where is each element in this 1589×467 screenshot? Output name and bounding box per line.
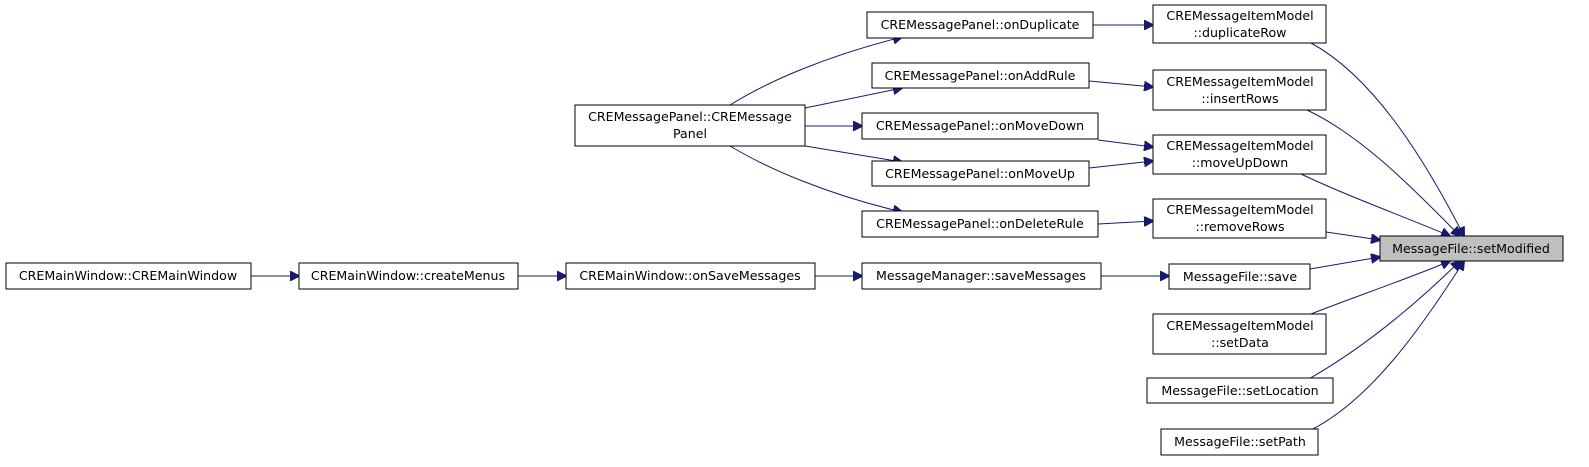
node-label: MessageFile::setPath xyxy=(1174,434,1306,449)
node-label: CREMessagePanel::onDuplicate xyxy=(881,17,1080,32)
node-label: MessageFile::setModified xyxy=(1392,241,1550,256)
node-insertRows[interactable]: CREMessageItemModel ::insertRows xyxy=(1152,69,1327,111)
node-duplicateRow[interactable]: CREMessageItemModel ::duplicateRow xyxy=(1152,4,1327,44)
node-createMenus[interactable]: CREMainWindow::createMenus xyxy=(298,262,519,290)
node-onSaveMessages[interactable]: CREMainWindow::onSaveMessages xyxy=(565,262,816,290)
edge-panelCtor-to-onMoveUp xyxy=(804,145,902,162)
node-panelCtor[interactable]: CREMessagePanel::CREMessage Panel xyxy=(574,104,806,147)
node-label: CREMainWindow::CREMainWindow xyxy=(19,268,237,283)
node-label: ::removeRows xyxy=(1195,219,1284,234)
node-label: MessageFile::setLocation xyxy=(1161,383,1318,398)
edge-save-to-setModified xyxy=(1309,257,1380,270)
nodes: MessageFile::setModified CREMessageItemM… xyxy=(5,4,1564,456)
edge-panelCtor-to-onDuplicate xyxy=(729,37,902,106)
edge-onDeleteRule-to-removeRows xyxy=(1097,221,1153,224)
edge-setLocation-to-setModified xyxy=(1306,261,1460,381)
node-setPath[interactable]: MessageFile::setPath xyxy=(1160,428,1319,456)
edge-onMoveDown-to-moveUpDown xyxy=(1097,139,1153,147)
node-label: CREMessagePanel::onMoveUp xyxy=(885,166,1075,181)
node-setLocation[interactable]: MessageFile::setLocation xyxy=(1146,377,1334,404)
node-label: CREMessageItemModel xyxy=(1166,202,1313,217)
node-label: CREMessageItemModel xyxy=(1166,8,1313,23)
node-label: ::setData xyxy=(1211,335,1269,350)
node-label: MessageManager::saveMessages xyxy=(876,268,1086,283)
node-label: CREMessagePanel::CREMessage xyxy=(588,109,792,124)
node-label: ::insertRows xyxy=(1201,91,1278,106)
node-label: ::moveUpDown xyxy=(1192,155,1289,170)
node-onMoveUp[interactable]: CREMessagePanel::onMoveUp xyxy=(871,160,1090,187)
node-label: CREMessagePanel::onMoveDown xyxy=(876,118,1084,133)
node-removeRows[interactable]: CREMessageItemModel ::removeRows xyxy=(1152,198,1327,239)
node-label: CREMessageItemModel xyxy=(1166,318,1313,333)
node-onDuplicate[interactable]: CREMessagePanel::onDuplicate xyxy=(866,11,1094,39)
edge-insertRows-to-setModified xyxy=(1306,109,1460,236)
edge-panelCtor-to-onAddRule xyxy=(804,88,902,109)
node-label: ::duplicateRow xyxy=(1194,25,1287,40)
node-label: CREMessagePanel::onDeleteRule xyxy=(876,216,1084,231)
edge-removeRows-to-setModified xyxy=(1325,231,1380,240)
node-mainWindowCtor[interactable]: CREMainWindow::CREMainWindow xyxy=(5,262,252,290)
edge-onAddRule-to-insertRows xyxy=(1088,80,1153,87)
edge-moveUpDown-to-setModified xyxy=(1300,173,1450,236)
node-moveUpDown[interactable]: CREMessageItemModel ::moveUpDown xyxy=(1152,134,1327,175)
edge-panelCtor-to-onDeleteRule xyxy=(729,145,902,212)
node-onAddRule[interactable]: CREMessagePanel::onAddRule xyxy=(871,62,1090,89)
node-label: CREMainWindow::onSaveMessages xyxy=(579,268,800,283)
edges xyxy=(251,25,1464,431)
node-label: CREMessageItemModel xyxy=(1166,74,1313,89)
node-saveMessages[interactable]: MessageManager::saveMessages xyxy=(861,262,1102,290)
node-setModified[interactable]: MessageFile::setModified xyxy=(1379,235,1564,262)
node-setData[interactable]: CREMessageItemModel ::setData xyxy=(1152,313,1327,355)
node-onMoveDown[interactable]: CREMessagePanel::onMoveDown xyxy=(861,112,1099,140)
node-onDeleteRule[interactable]: CREMessagePanel::onDeleteRule xyxy=(861,210,1099,238)
node-save[interactable]: MessageFile::save xyxy=(1168,263,1311,290)
edge-setData-to-setModified xyxy=(1300,261,1450,319)
node-label: CREMessagePanel::onAddRule xyxy=(885,68,1076,83)
node-label: CREMainWindow::createMenus xyxy=(311,268,505,283)
node-label: Panel xyxy=(673,126,707,141)
edge-setPath-to-setModified xyxy=(1310,261,1464,431)
node-label: CREMessageItemModel xyxy=(1166,138,1313,153)
node-label: MessageFile::save xyxy=(1183,269,1297,284)
edge-onMoveUp-to-moveUpDown xyxy=(1088,161,1153,169)
edge-duplicateRow-to-setModified xyxy=(1310,42,1464,236)
